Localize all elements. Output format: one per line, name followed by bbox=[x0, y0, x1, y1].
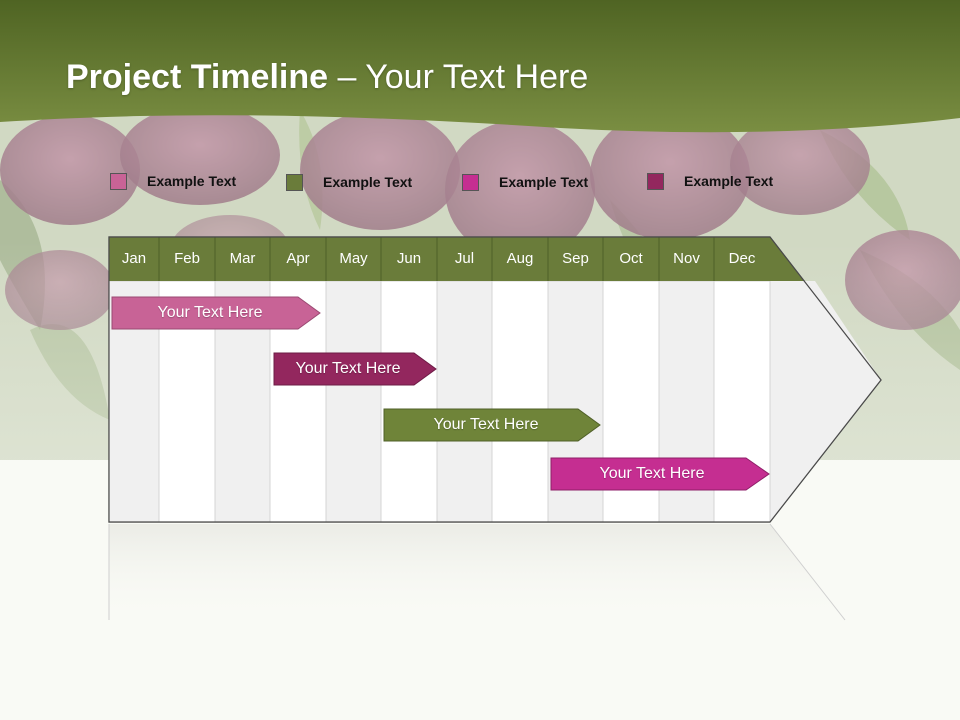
legend-swatch bbox=[647, 172, 664, 190]
month-label-jul: Jul bbox=[454, 250, 475, 267]
timeline-bar-2 bbox=[273, 352, 437, 386]
arrow-tip-fill bbox=[770, 281, 881, 522]
month-label-apr: Apr bbox=[286, 250, 310, 267]
month-label-jun: Jun bbox=[396, 250, 422, 267]
legend-swatch bbox=[462, 173, 479, 191]
timeline-bar-label-2[interactable]: Your Text Here bbox=[295, 360, 401, 377]
month-label-may: May bbox=[339, 250, 368, 267]
timeline-bar-label-4[interactable]: Your Text Here bbox=[599, 465, 705, 482]
month-label-mar: Mar bbox=[229, 250, 256, 267]
timeline-bar-1 bbox=[111, 296, 321, 330]
legend-item: Example Text bbox=[286, 172, 412, 192]
month-header-dividers bbox=[158, 237, 715, 281]
legend-swatch bbox=[110, 172, 127, 190]
month-label-feb: Feb bbox=[174, 250, 200, 267]
legend-swatch bbox=[286, 173, 303, 191]
timeline-bar-label-3[interactable]: Your Text Here bbox=[433, 416, 539, 433]
legend-label: Example Text bbox=[147, 173, 237, 189]
title-bold: Project Timeline bbox=[66, 58, 329, 96]
month-label-aug: Aug bbox=[506, 250, 534, 267]
month-label-nov: Nov bbox=[673, 250, 700, 267]
legend-label: Example Text bbox=[499, 174, 589, 190]
slide-title: Project Timeline – Your Text Here bbox=[66, 58, 588, 97]
month-header-band bbox=[109, 237, 804, 281]
legend-label: Example Text bbox=[323, 174, 413, 190]
legend-label: Example Text bbox=[684, 173, 774, 189]
title-rest: – Your Text Here bbox=[328, 58, 589, 96]
month-label-oct: Oct bbox=[619, 250, 643, 267]
timeline-outline bbox=[108, 236, 882, 523]
month-label-dec: Dec bbox=[728, 250, 756, 267]
month-column bbox=[380, 280, 438, 523]
timeline-reflection bbox=[109, 524, 845, 620]
month-column bbox=[325, 280, 382, 523]
month-column bbox=[436, 280, 493, 523]
reflection-edge-right bbox=[769, 523, 846, 621]
legend-item: Example Text bbox=[462, 172, 588, 192]
month-column bbox=[491, 280, 549, 523]
legend-item: Example Text bbox=[647, 171, 773, 191]
month-label-jan: Jan bbox=[121, 250, 147, 267]
timeline-bar-3 bbox=[383, 408, 601, 442]
timeline-bar-label-1[interactable]: Your Text Here bbox=[157, 304, 263, 321]
month-label-sep: Sep bbox=[562, 250, 589, 267]
timeline-bar-4 bbox=[550, 457, 770, 491]
header-band bbox=[0, 0, 960, 133]
legend-item: Example Text bbox=[110, 171, 236, 191]
